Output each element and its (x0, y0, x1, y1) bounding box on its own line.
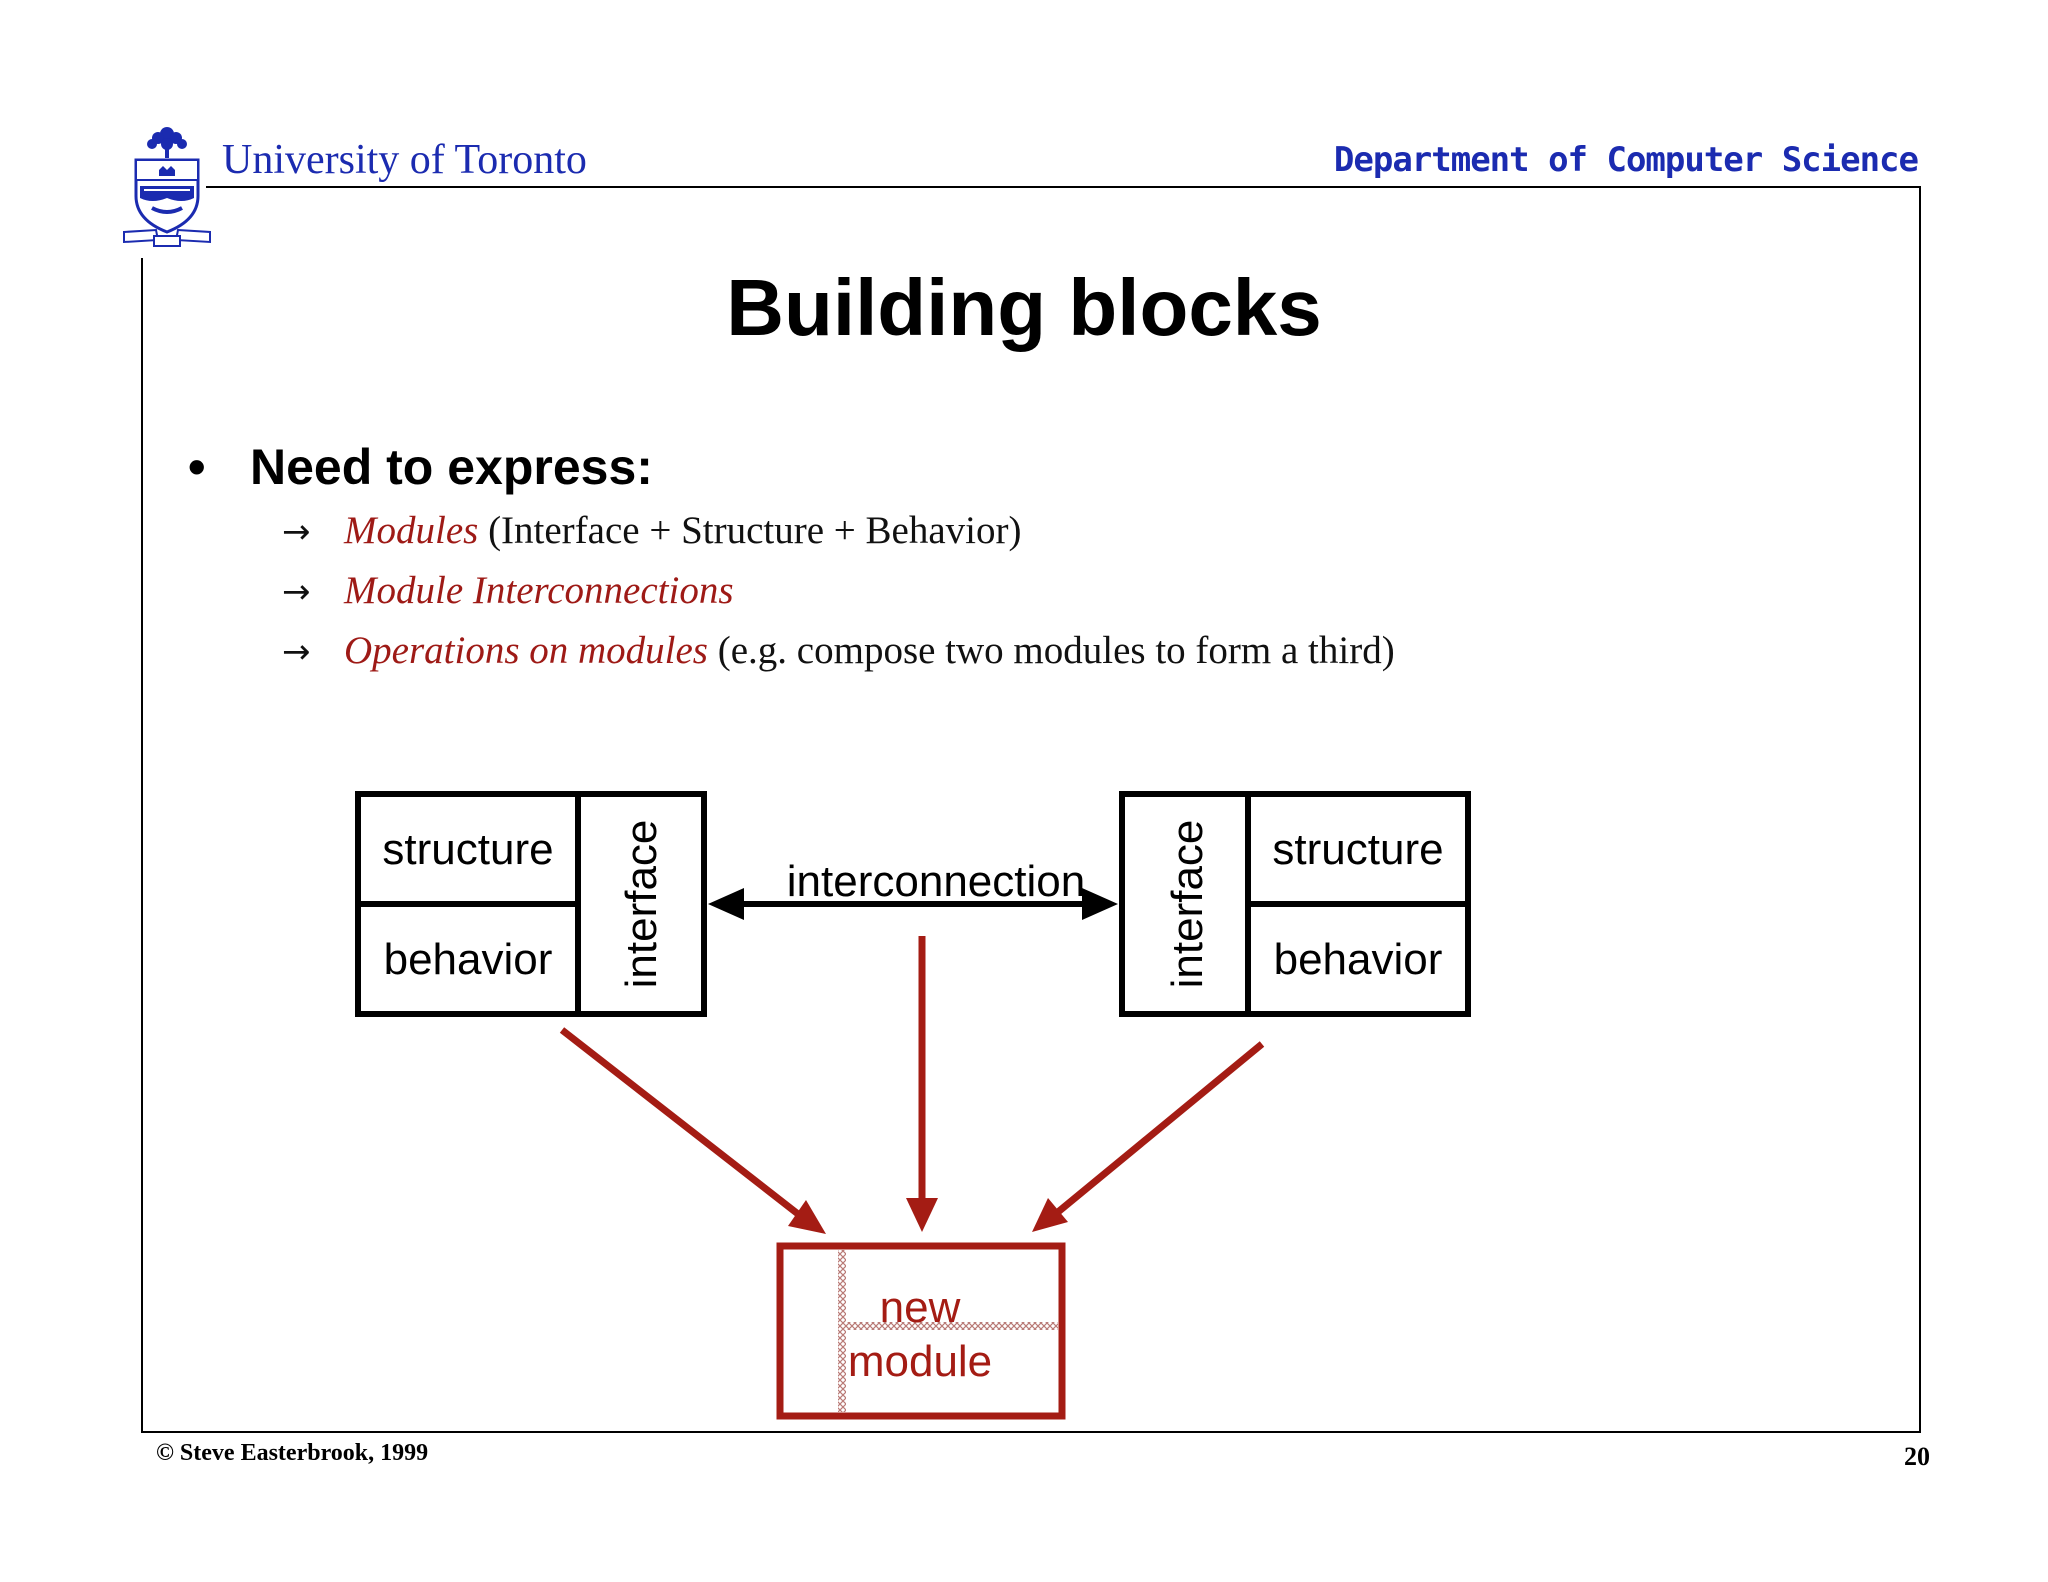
right-interface-label: interface (1163, 820, 1212, 989)
arrow-head-right-icon (1032, 1198, 1068, 1232)
bullet-marker: • (188, 439, 206, 495)
new-module: new module (776, 1242, 1066, 1420)
arrow-right-icon: → (282, 572, 311, 612)
arrow-from-right (1055, 1041, 1265, 1215)
new-module-label-line2: module (848, 1337, 992, 1386)
right-behavior-label: behavior (1274, 935, 1443, 984)
university-crest-icon (123, 127, 211, 247)
slide-frame (141, 186, 1921, 1433)
arrow-head-left-icon (788, 1200, 826, 1234)
arrow-from-left (559, 1027, 801, 1217)
new-module-row-strip (846, 1322, 1058, 1330)
subpoint-emphasis: Operations on modules (344, 629, 708, 672)
arrow-right-icon: → (282, 632, 311, 672)
subpoint-text: (e.g. compose two modules to form a thir… (708, 629, 1395, 672)
interconnection-arrow: interconnection (708, 857, 1118, 920)
slide-title: Building blocks (726, 263, 1322, 352)
page-number: 20 (1904, 1442, 1930, 1471)
arrow-right-icon: → (282, 512, 311, 552)
right-structure-label: structure (1272, 825, 1443, 874)
left-interface-label: interface (617, 820, 666, 989)
interconnection-label: interconnection (787, 857, 1085, 906)
arrow-right-icon (1082, 888, 1118, 920)
composition-arrows (559, 936, 1265, 1234)
arrow-left-icon (708, 888, 744, 920)
new-module-interface-strip (838, 1250, 846, 1412)
left-module: structure behavior interface (355, 791, 707, 1017)
subpoint-text: (Interface + Structure + Behavior) (478, 509, 1022, 552)
copyright: © Steve Easterbrook, 1999 (156, 1440, 429, 1466)
bullet-text: Need to express: (250, 439, 653, 495)
new-module-label-line1: new (880, 1283, 961, 1332)
subpoint-modules: → Modules (Interface + Structure + Behavi… (282, 508, 1021, 553)
subpoint-emphasis: Module Interconnections (344, 569, 734, 612)
bullet-item: • Need to express: (188, 438, 653, 496)
left-structure-label: structure (382, 825, 553, 874)
subpoint-operations: → Operations on modules (e.g. compose two… (282, 628, 1395, 673)
arrow-head-middle-icon (906, 1198, 938, 1232)
university-name: University of Toronto (222, 137, 587, 183)
department-name: Department of Computer Science (1333, 140, 1919, 180)
left-behavior-label: behavior (384, 935, 553, 984)
new-module-outline (776, 1242, 1066, 1420)
subpoint-emphasis: Modules (344, 509, 479, 552)
right-module: structure behavior interface (1119, 791, 1471, 1017)
subpoint-interconnections: → Module Interconnections (282, 568, 734, 613)
